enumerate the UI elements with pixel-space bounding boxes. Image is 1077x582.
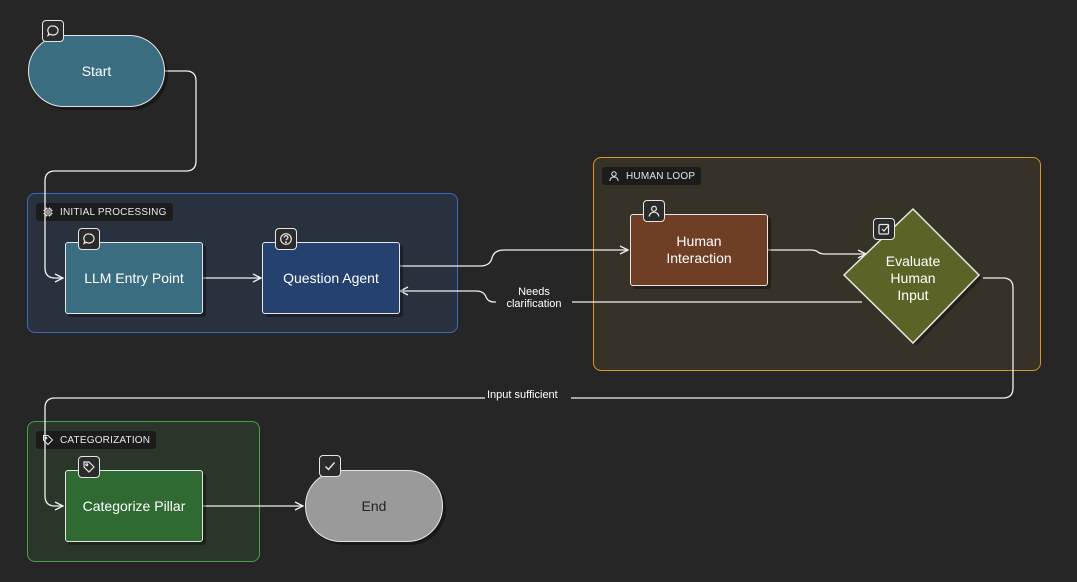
- check-icon: [325, 462, 336, 471]
- evaluate-line: Input: [897, 287, 929, 303]
- question-circle-icon: [280, 233, 292, 245]
- group-label-categorization: CATEGORIZATION: [36, 431, 157, 449]
- llm-entry-point-node[interactable]: LLM Entry Point: [65, 242, 203, 314]
- human-interaction-line: Interaction: [666, 250, 732, 266]
- start-node-badge: [42, 20, 64, 42]
- tag-icon: [43, 435, 54, 446]
- evaluate-human-input-diamond[interactable]: [838, 204, 988, 354]
- evaluate-line: Human: [890, 270, 936, 286]
- end-node-badge: [319, 455, 341, 477]
- human-interaction-badge: [643, 200, 665, 222]
- edge-label-line: clarification: [506, 298, 562, 310]
- cpu-icon: [43, 207, 53, 217]
- human-interaction-label: Human Interaction: [666, 233, 731, 267]
- evaluate-line: Evaluate: [885, 253, 941, 269]
- start-node[interactable]: Start: [28, 35, 165, 107]
- categorize-pillar-label: Categorize Pillar: [82, 497, 186, 514]
- question-agent-badge: [275, 228, 297, 250]
- user-icon: [648, 205, 660, 217]
- edge-label-line: Needs: [518, 286, 550, 298]
- evaluate-human-input-badge: [873, 218, 895, 240]
- llm-entry-point-badge: [78, 228, 100, 250]
- end-node-label: End: [361, 497, 387, 514]
- chat-bubble-icon: [46, 25, 59, 37]
- group-label-text: INITIAL PROCESSING: [60, 206, 167, 218]
- start-node-label: Start: [81, 62, 112, 79]
- chat-bubble-icon: [82, 233, 95, 245]
- tag-icon: [83, 461, 95, 473]
- group-label-text: HUMAN LOOP: [626, 170, 696, 182]
- human-interaction-line: Human: [676, 233, 722, 249]
- group-label-initial-processing: INITIAL PROCESSING: [36, 203, 173, 221]
- group-label-human-loop: HUMAN LOOP: [602, 167, 702, 185]
- categorize-pillar-node[interactable]: Categorize Pillar: [65, 470, 203, 542]
- user-icon: [609, 171, 619, 182]
- group-label-text: CATEGORIZATION: [60, 434, 151, 446]
- edge-label-needs-clarification: Needs clarification: [496, 286, 572, 310]
- question-agent-label: Question Agent: [283, 269, 379, 286]
- edge-label-input-sufficient: Input sufficient: [485, 389, 560, 401]
- check-square-icon: [878, 223, 890, 235]
- end-node[interactable]: End: [305, 470, 443, 542]
- llm-entry-point-label: LLM Entry Point: [84, 269, 184, 286]
- question-agent-node[interactable]: Question Agent: [262, 242, 400, 314]
- categorize-pillar-badge: [78, 456, 100, 478]
- evaluate-human-input-label: Evaluate Human Input: [863, 253, 963, 304]
- human-interaction-node[interactable]: Human Interaction: [630, 214, 768, 286]
